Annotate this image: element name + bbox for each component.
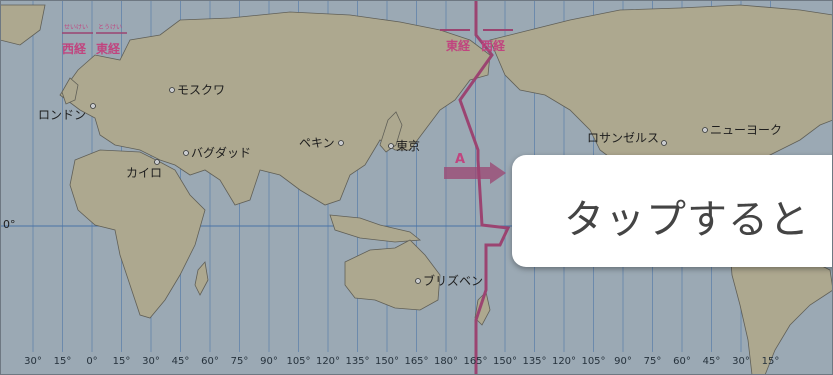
city-label-los-angeles: ロサンゼルス <box>587 131 660 145</box>
legend-east-label: 東経 <box>96 42 121 56</box>
africa <box>69 149 206 319</box>
longitude-label: 30° <box>142 356 160 367</box>
city-label-moscow: モスクワ <box>177 83 226 97</box>
australia <box>344 239 441 311</box>
new-york-dot <box>702 127 708 133</box>
longitude-label: 30° <box>732 356 750 367</box>
arrow-a-label: A <box>455 152 466 167</box>
longitude-label: 165° <box>463 356 488 367</box>
baghdad-dot <box>183 150 189 156</box>
moscow-dot <box>169 87 175 93</box>
tap-hint-popup[interactable]: タップすると <box>512 155 833 267</box>
city-label-cairo: カイロ <box>126 166 163 180</box>
legend-east-ruby: とうけい <box>98 24 123 31</box>
longitude-label: 105° <box>581 356 606 367</box>
japan <box>379 111 403 153</box>
longitude-label: 90° <box>614 356 632 367</box>
city-label-new-york: ニューヨーク <box>710 123 783 137</box>
longitude-label: 75° <box>230 356 249 367</box>
city-markers <box>90 87 708 284</box>
longitude-label: 90° <box>260 356 278 367</box>
longitude-label: 135° <box>345 356 370 367</box>
city-label-baghdad: バグダッド <box>191 146 252 160</box>
longitude-label: 30° <box>24 356 42 367</box>
longitude-label: 165° <box>404 356 429 367</box>
london-dot <box>90 103 96 109</box>
international-date-line <box>440 0 513 375</box>
city-label-london: ロンドン <box>38 108 87 122</box>
longitude-label: 60° <box>201 356 219 367</box>
legend-west-label: 西経 <box>62 42 87 56</box>
los-angeles-dot <box>661 140 667 146</box>
dateline-west-label: 西経 <box>481 39 506 53</box>
legend-west-ruby: せいけい <box>64 24 89 31</box>
longitude-label: 120° <box>551 356 577 367</box>
arrow-a-icon <box>444 162 506 184</box>
longitude-label: 0° <box>86 356 98 367</box>
southeast-asia-islands <box>329 214 422 243</box>
city-label-tokyo: 東京 <box>396 139 421 153</box>
city-label-brisbane: ブリズベン <box>423 274 484 288</box>
city-label-beijing: ペキン <box>299 136 335 150</box>
longitude-label: 150° <box>374 356 400 367</box>
cairo-dot <box>154 159 160 165</box>
greenland <box>0 4 46 46</box>
longitude-label: 15° <box>761 356 780 367</box>
longitude-label: 15° <box>112 356 131 367</box>
longitude-label: 60° <box>673 356 691 367</box>
brisbane-dot <box>415 278 421 284</box>
longitude-label: 105° <box>286 356 311 367</box>
dateline-east-label: 東経 <box>446 39 471 53</box>
british-isles <box>61 77 79 105</box>
longitude-label: 120° <box>315 356 341 367</box>
equator-label: 0° <box>3 218 16 231</box>
longitude-label: 135° <box>522 356 547 367</box>
tokyo-dot <box>388 143 394 149</box>
longitude-label: 180° <box>433 356 459 367</box>
longitude-label: 45° <box>702 356 721 367</box>
madagascar <box>194 261 209 296</box>
beijing-dot <box>338 140 344 146</box>
longitude-label: 75° <box>643 356 662 367</box>
longitude-label: 150° <box>492 356 518 367</box>
longitude-label: 15° <box>53 356 72 367</box>
tap-hint-text: タップすると <box>564 197 810 243</box>
landmasses <box>0 4 833 375</box>
longitude-label: 45° <box>171 356 190 367</box>
